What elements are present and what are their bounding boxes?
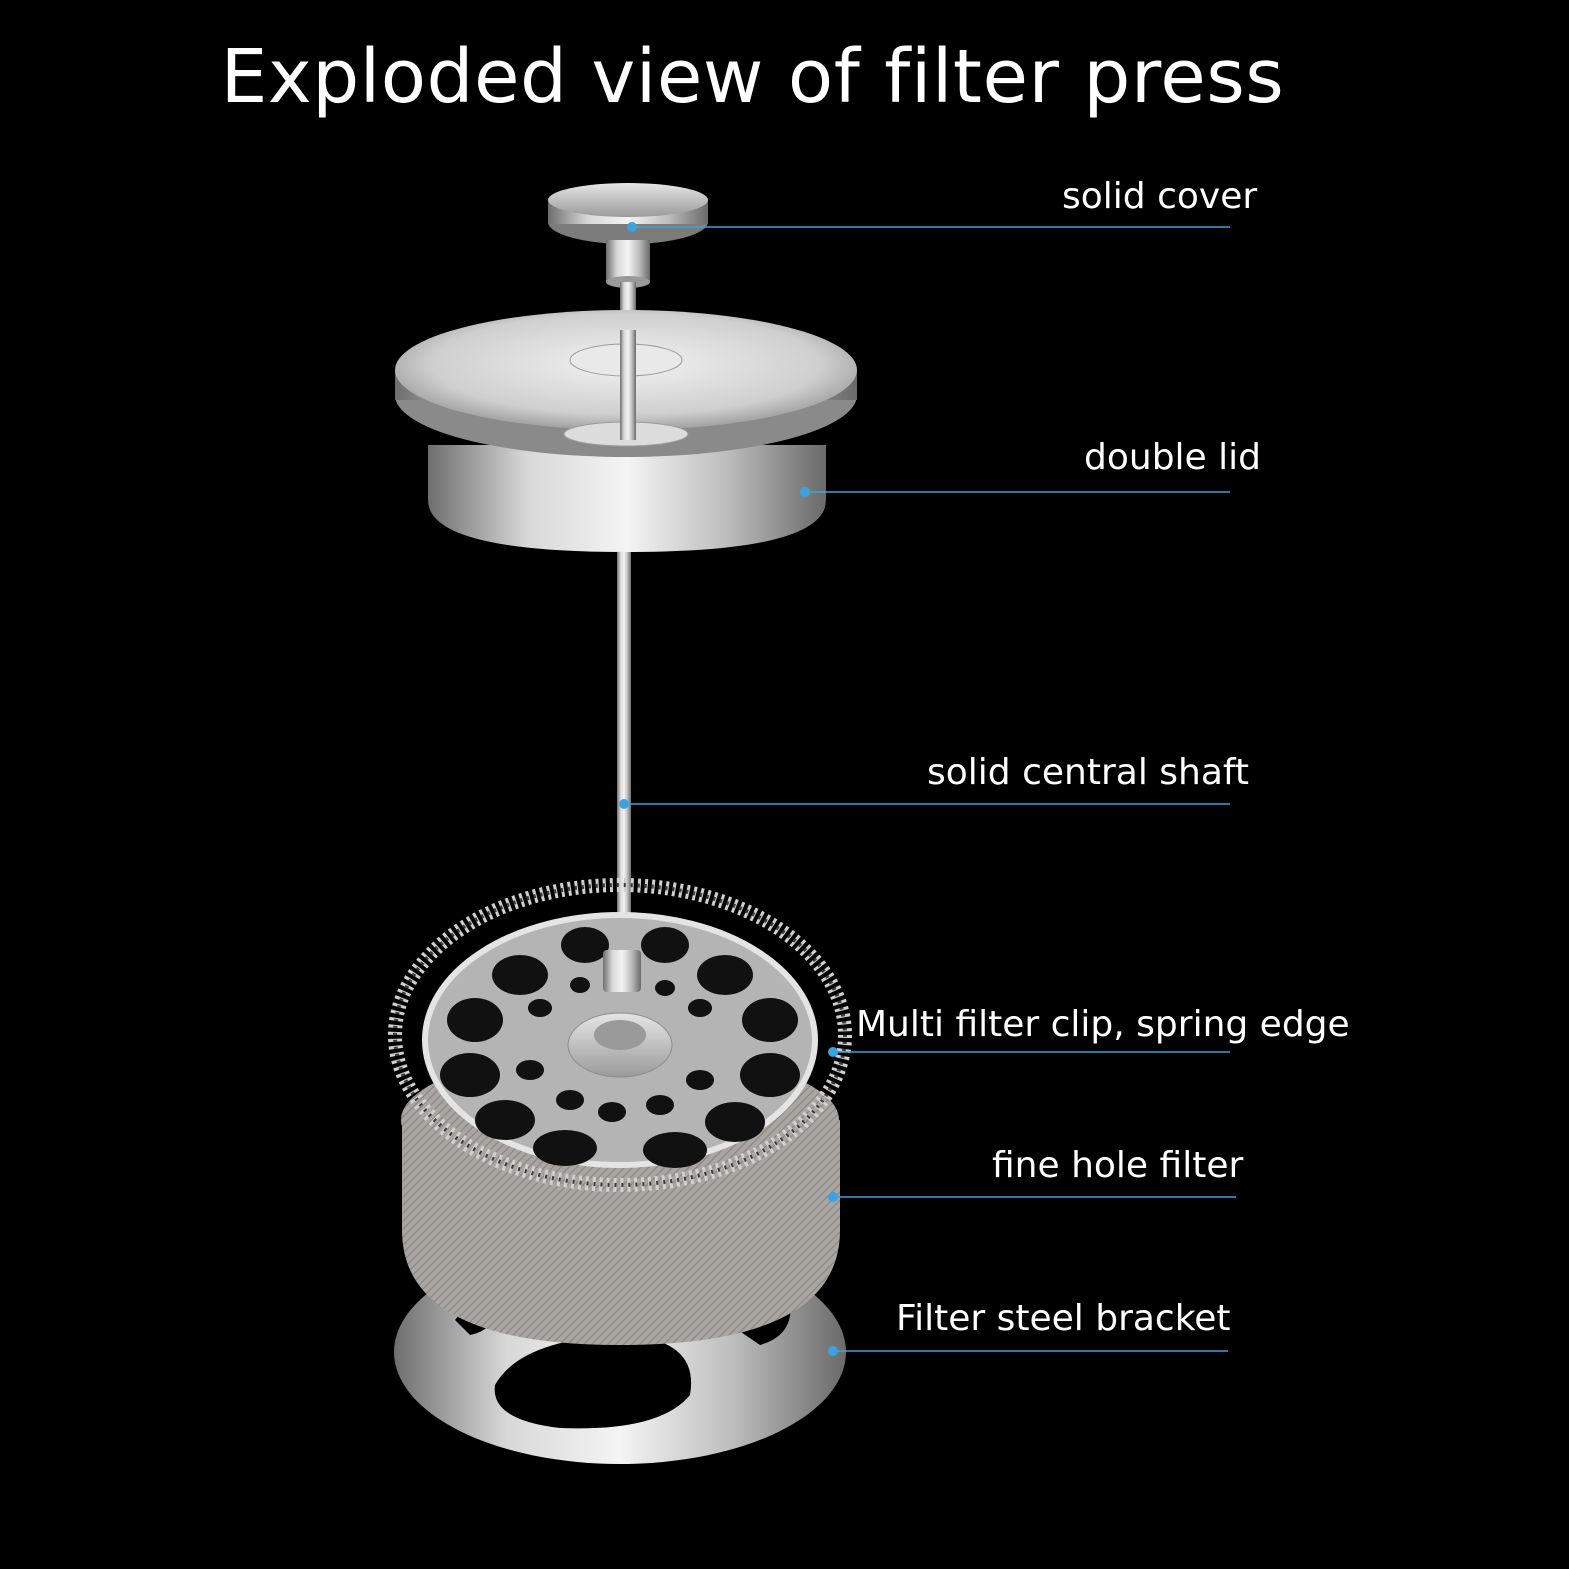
label-steel-bracket: Filter steel bracket — [896, 1298, 1231, 1339]
leader-dot-double-lid — [800, 487, 810, 497]
label-double-lid: double lid — [1084, 437, 1261, 478]
label-solid-cover: solid cover — [1062, 176, 1258, 217]
label-fine-filter: fine hole filter — [992, 1145, 1244, 1186]
leader-dot-fine-filter — [828, 1192, 838, 1202]
leader-dot-filter-clip — [828, 1047, 838, 1057]
double-lid-part — [395, 310, 857, 552]
solid-cover-knob — [548, 183, 708, 352]
filter-clip-part — [388, 878, 852, 1192]
diagram-title: Exploded view of filter press — [220, 34, 1285, 120]
label-central-shaft: solid central shaft — [927, 752, 1250, 793]
leader-lines — [619, 222, 1236, 1356]
central-shaft-part — [617, 552, 631, 952]
leader-dot-solid-cover — [627, 222, 637, 232]
filter-plate-holes — [440, 927, 800, 1168]
label-filter-clip: Multi filter clip, spring edge — [856, 1004, 1350, 1045]
leader-dot-central-shaft — [619, 799, 629, 809]
leader-dot-steel-bracket — [828, 1346, 838, 1356]
